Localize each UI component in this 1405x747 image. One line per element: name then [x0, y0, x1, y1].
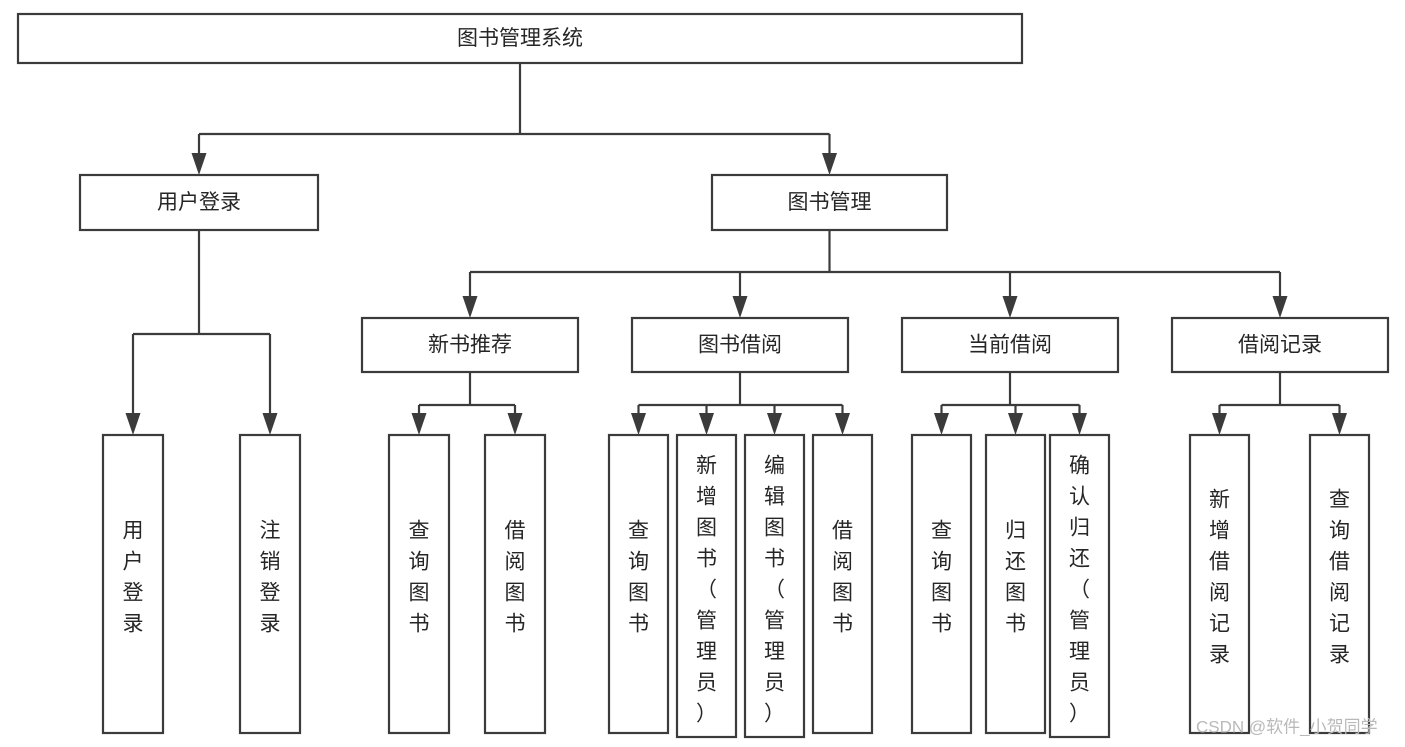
node-box-leaf-borrow-book-recommend[interactable] [483, 433, 547, 735]
node-label-leaf-borrow-book-recommend: 借阅图书 [505, 520, 526, 636]
node-box-leaf-query-book-current[interactable] [910, 433, 973, 735]
arrow-head-icon [1332, 413, 1347, 435]
node-label-root: 图书管理系统 [457, 27, 583, 50]
arrow-head-icon [1008, 413, 1023, 435]
node-label-leaf-return-book: 归还图书 [1005, 520, 1026, 636]
node-box-leaf-query-book-borrow[interactable] [607, 433, 670, 735]
node-label-leaf-user-login: 用户登录 [123, 520, 144, 636]
connector-group-borrow-record [1212, 372, 1347, 435]
node-leaf-confirm-return-admin[interactable]: 确认归还（管理员） [1048, 433, 1111, 739]
node-leaf-user-logout[interactable]: 注销登录 [238, 433, 302, 735]
arrow-head-icon [125, 413, 141, 435]
node-label-leaf-borrow-book: 借阅图书 [832, 520, 853, 636]
node-leaf-add-borrow-record[interactable]: 新增借阅记录 [1188, 433, 1251, 735]
node-label-leaf-query-borrow-record: 查询借阅记录 [1329, 489, 1350, 667]
node-box-leaf-borrow-book[interactable] [811, 433, 874, 735]
node-box-leaf-confirm-return-admin[interactable] [1048, 433, 1111, 739]
node-root[interactable]: 图书管理系统 [16, 12, 1024, 65]
node-label-leaf-edit-book-admin: 编辑图书（管理员） [764, 455, 785, 726]
node-label-borrow-record: 借阅记录 [1238, 334, 1322, 357]
connector-group-book-manage [462, 230, 1288, 318]
node-box-book-manage[interactable] [710, 173, 949, 232]
connector-group-current-borrow [934, 372, 1087, 435]
node-label-leaf-query-book-recommend: 查询图书 [409, 520, 430, 636]
node-box-new-book-recommend[interactable] [360, 316, 580, 374]
arrow-head-icon [835, 413, 850, 435]
node-label-leaf-user-logout: 注销登录 [260, 520, 281, 636]
node-book-manage[interactable]: 图书管理 [710, 173, 949, 232]
node-label-book-manage: 图书管理 [788, 191, 872, 214]
node-box-leaf-add-book-admin[interactable] [675, 433, 738, 739]
node-leaf-return-book[interactable]: 归还图书 [984, 433, 1047, 735]
node-box-leaf-user-logout[interactable] [238, 433, 302, 735]
node-label-leaf-add-book-admin: 新增图书（管理员） [696, 455, 717, 726]
node-box-leaf-return-book[interactable] [984, 433, 1047, 735]
arrow-head-icon [631, 413, 646, 435]
arrow-head-icon [507, 413, 523, 435]
node-box-current-borrow[interactable] [900, 316, 1120, 374]
node-label-new-book-recommend: 新书推荐 [428, 334, 512, 357]
node-leaf-borrow-book[interactable]: 借阅图书 [811, 433, 874, 735]
node-leaf-query-book-borrow[interactable]: 查询图书 [607, 433, 670, 735]
arrow-head-icon [411, 413, 427, 435]
node-box-borrow-record[interactable] [1170, 316, 1390, 374]
arrow-head-icon [1002, 296, 1018, 318]
arrow-head-icon [767, 413, 782, 435]
node-label-leaf-query-book-borrow: 查询图书 [628, 520, 649, 636]
connector-group-user-login [125, 230, 278, 435]
arrow-head-icon [1072, 413, 1087, 435]
node-label-book-borrow: 图书借阅 [698, 334, 782, 357]
arrow-head-icon [1212, 413, 1227, 435]
node-leaf-user-login[interactable]: 用户登录 [101, 433, 165, 735]
node-leaf-edit-book-admin[interactable]: 编辑图书（管理员） [743, 433, 806, 739]
connector-layer [125, 63, 1347, 435]
arrow-head-icon [191, 153, 207, 175]
node-user-login[interactable]: 用户登录 [78, 173, 320, 232]
node-box-leaf-edit-book-admin[interactable] [743, 433, 806, 739]
node-borrow-record[interactable]: 借阅记录 [1170, 316, 1390, 374]
arrow-head-icon [1272, 296, 1288, 318]
node-label-leaf-confirm-return-admin: 确认归还（管理员） [1069, 455, 1090, 726]
arrow-head-icon [934, 413, 949, 435]
node-label-leaf-add-borrow-record: 新增借阅记录 [1209, 489, 1230, 667]
arrow-head-icon [262, 413, 278, 435]
node-leaf-add-book-admin[interactable]: 新增图书（管理员） [675, 433, 738, 739]
arrow-head-icon [699, 413, 714, 435]
node-book-borrow[interactable]: 图书借阅 [630, 316, 850, 374]
node-leaf-query-book-recommend[interactable]: 查询图书 [387, 433, 451, 735]
arrow-head-icon [732, 296, 748, 318]
node-layer: 图书管理系统用户登录图书管理新书推荐图书借阅当前借阅借阅记录用户登录注销登录查询… [16, 12, 1390, 739]
node-new-book-recommend[interactable]: 新书推荐 [360, 316, 580, 374]
connector-group-book-borrow [631, 372, 850, 435]
node-label-leaf-query-book-current: 查询图书 [931, 520, 952, 636]
node-label-current-borrow: 当前借阅 [968, 334, 1052, 357]
node-box-book-borrow[interactable] [630, 316, 850, 374]
node-box-leaf-user-login[interactable] [101, 433, 165, 735]
connector-group-root [191, 63, 837, 175]
node-current-borrow[interactable]: 当前借阅 [900, 316, 1120, 374]
node-box-user-login[interactable] [78, 173, 320, 232]
arrow-head-icon [822, 153, 837, 175]
node-box-root[interactable] [16, 12, 1024, 65]
node-label-user-login: 用户登录 [157, 191, 241, 214]
node-box-leaf-add-borrow-record[interactable] [1188, 433, 1251, 735]
node-leaf-query-book-current[interactable]: 查询图书 [910, 433, 973, 735]
node-box-leaf-query-borrow-record[interactable] [1308, 433, 1371, 735]
node-leaf-query-borrow-record[interactable]: 查询借阅记录 [1308, 433, 1371, 735]
connector-group-new-book-recommend [411, 372, 523, 435]
node-box-leaf-query-book-recommend[interactable] [387, 433, 451, 735]
arrow-head-icon [462, 296, 478, 318]
node-leaf-borrow-book-recommend[interactable]: 借阅图书 [483, 433, 547, 735]
csdn-watermark: CSDN @软件_小贺同学 [1196, 717, 1378, 736]
